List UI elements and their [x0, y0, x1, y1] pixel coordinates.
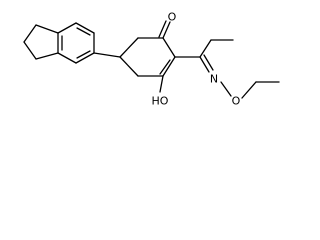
- bond-aryl-ring: [93, 52, 121, 58]
- ketone-oxygen-label: O: [168, 11, 177, 24]
- bond-ring-4: [162, 56, 176, 77]
- bond-ketone-2: [158, 20, 167, 38]
- bond-ethyl-1: [199, 39, 212, 58]
- bond-o-ethyl-1: [241, 81, 257, 99]
- bond-ar-6: [57, 22, 77, 34]
- chemical-structure: O HO N O: [23, 11, 280, 108]
- bond-ar-double-3: [76, 27, 91, 36]
- bond-cp-3: [23, 41, 37, 60]
- bond-ring-1: [119, 37, 139, 58]
- bond-enol-oh: [159, 75, 164, 93]
- bond-ar-5: [75, 22, 95, 34]
- bond-ar-3: [75, 52, 95, 64]
- ether-oxygen-label: O: [232, 95, 241, 108]
- bond-ring-6: [119, 56, 139, 77]
- bond-ring-double: [159, 59, 171, 75]
- bond-ar-double-2: [76, 50, 91, 59]
- bond-cp-1: [35, 24, 59, 34]
- bond-ar-2: [57, 52, 77, 64]
- indane-group: [23, 22, 95, 64]
- bond-oxime-2: [203, 54, 214, 71]
- bond-oxime-1: [199, 56, 210, 73]
- cyclohexenone-ring: [119, 37, 176, 77]
- bond-n-o: [220, 81, 232, 97]
- bond-ring-3: [162, 37, 176, 58]
- oxime-nitrogen-label: N: [210, 73, 218, 86]
- bond-cp-2: [23, 24, 37, 43]
- enol-hydroxyl-label: HO: [152, 95, 169, 108]
- bond-cp-4: [35, 52, 59, 60]
- bond-ketone-1: [162, 21, 171, 39]
